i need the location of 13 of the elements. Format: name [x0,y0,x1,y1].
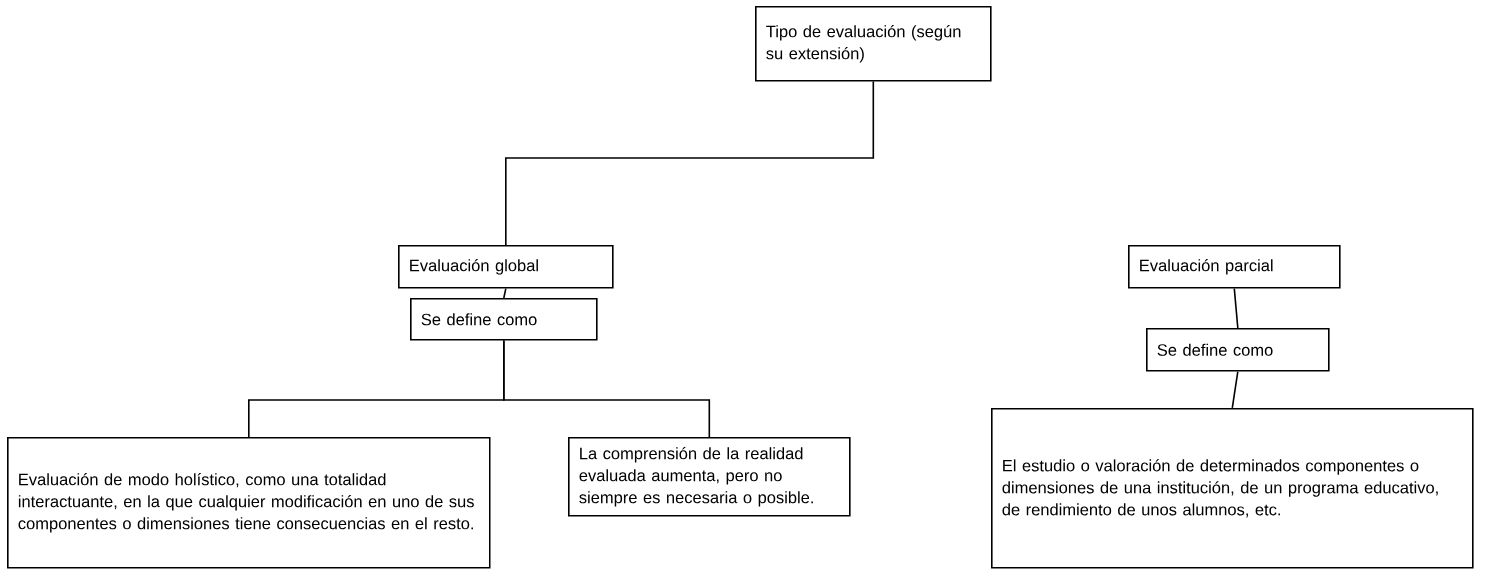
category-box: Evaluación global [398,245,614,289]
text-box: Evaluación de modo holístico, como una totalidad interactuante, en la que cualquier modificación en uno de sus componentes o dimensiones tiene consecuencias en el resto. [7,437,491,569]
category-box: Evaluación parcial [1128,245,1341,289]
definition-label-box: Se define como [1146,328,1330,372]
definition-label-box: Se define como [410,298,598,341]
text-box: El estudio o valoración de determinados componentes o dimensiones de una institución, de un programa educativo, de rendimiento de unos alumnos, etc. [991,408,1474,569]
text-box: La comprensión de la realidad evaluada aumenta, pero no siempre es necesaria o posible. [568,437,851,517]
connector-line [1233,287,1239,329]
connector-line [503,339,711,438]
connector-line [503,287,507,299]
connector-line [505,80,875,246]
title-box: Tipo de evaluación (según su extensión) [755,6,992,82]
connector-line [1231,370,1239,409]
